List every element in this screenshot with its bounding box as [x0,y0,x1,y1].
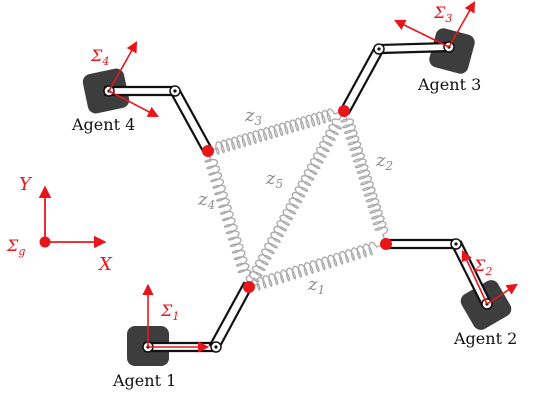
agent-3-link-upper [376,41,452,55]
agent-1-end-effector [243,281,255,293]
agent-4-end-effector [202,145,214,157]
sigma4-label: Σ4 [90,46,109,68]
sigma3-label: Σ3 [433,3,452,25]
sigma4-x-arrow [108,90,159,118]
agent-2-link-upper [382,238,459,250]
spring-z1 [248,241,387,291]
agent-1-label: Agent 1 [112,371,176,390]
sigma3-y-arrow [448,1,476,48]
agent-3-label: Agent 3 [417,75,481,94]
global-origin [39,236,51,248]
spring-z3 [207,108,345,155]
agent-3-end-effector [338,105,350,117]
spring-z5 [248,110,345,288]
global-frame-label: Σg [6,236,25,258]
sigma4-y-arrow [108,41,138,92]
global-y-label: Y [19,174,33,195]
spring-z4 [204,150,252,288]
sigma2-y-arrow [486,283,518,305]
agent-4-label: Agent 4 [71,115,135,134]
spring-z2 [340,110,389,245]
global-frame: Y X Σg [6,174,113,275]
sigma3-x-arrow [393,19,450,48]
agent-2-label: Agent 2 [453,329,517,348]
agent-2: Σ2 Agent 2 [380,238,518,348]
agent-4: Σ4 Agent 4 [71,41,214,157]
sigma2-label: Σ2 [473,256,492,278]
agent-3-link-lower [339,45,385,115]
agent-1: Σ1 Agent 1 [112,281,255,390]
spring-z4-label: z4 [197,189,215,212]
sigma1-label: Σ1 [160,301,179,323]
agent-4-link-lower [169,87,214,155]
springs-layer [204,108,389,291]
spring-z2-label: z2 [375,150,393,173]
global-x-label: X [97,254,113,275]
spring-z3-label: z3 [244,105,262,128]
sigma2-x-arrow [461,249,488,305]
spring-z1-label: z1 [307,274,325,297]
spring-z5-label: z5 [265,168,283,191]
agent-2-end-effector [380,238,392,250]
agent-1-link-upper [208,281,254,352]
agent-3: Σ3 Agent 3 [338,1,481,117]
